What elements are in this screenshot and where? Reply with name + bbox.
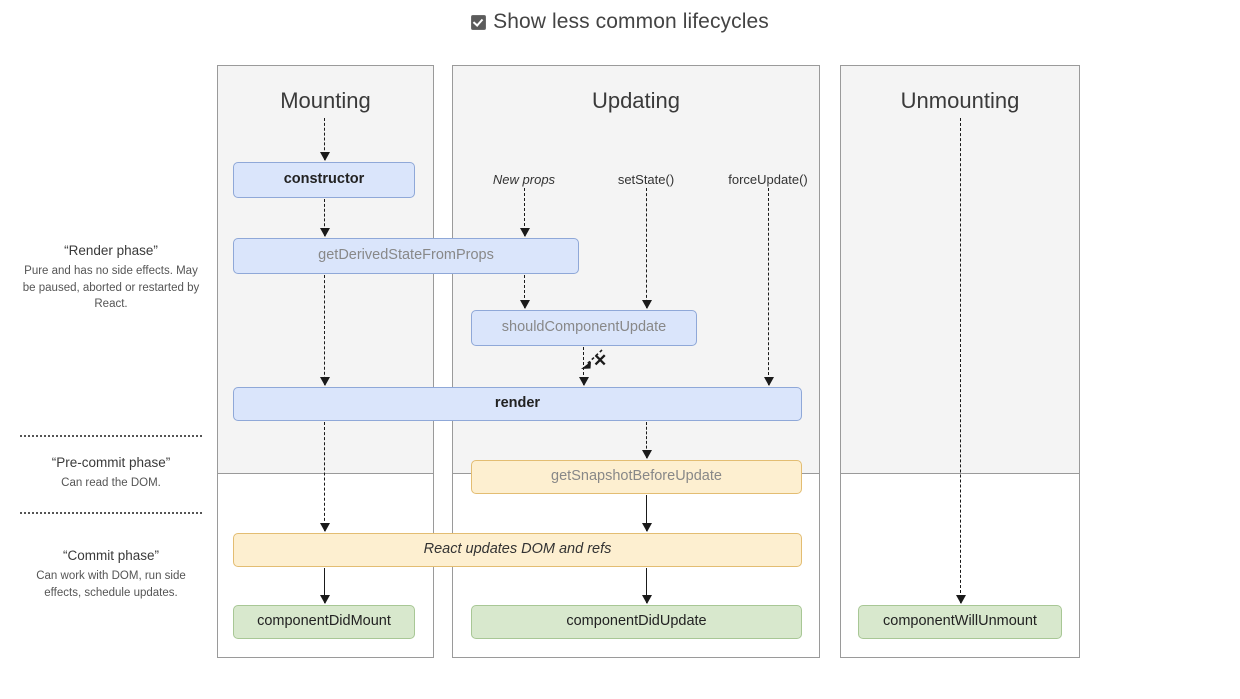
node-component-did-mount[interactable]: componentDidMount <box>233 605 415 639</box>
show-less-common-lifecycles-toggle[interactable]: Show less common lifecycles <box>0 10 1240 34</box>
phase-commit-description: Can work with DOM, run side effects, sch… <box>36 570 186 599</box>
phase-pre-commit-description: Can read the DOM. <box>61 477 161 489</box>
column-mounting-title: Mounting <box>280 88 371 113</box>
arrow-get-snapshot-to-react-updates <box>641 495 652 532</box>
trigger-set-state: setState() <box>617 172 675 187</box>
arrow-unmounting-start-to-component-will-unmount <box>955 118 966 604</box>
arrow-force-update-to-render <box>763 188 774 386</box>
phase-commit: “Commit phase” Can work with DOM, run si… <box>20 548 202 601</box>
arrow-render-to-get-snapshot-before-update <box>641 422 652 459</box>
toggle-label: Show less common lifecycles <box>493 10 769 33</box>
checkbox-checked-icon[interactable] <box>471 14 487 30</box>
phase-pre-commit-title: “Pre-commit phase” <box>51 455 171 470</box>
arrow-render-to-react-updates-mounting <box>319 422 330 532</box>
phase-divider-bottom <box>20 512 202 514</box>
arrow-mounting-start-to-constructor <box>319 118 330 161</box>
node-react-updates-dom-and-refs: React updates DOM and refs <box>233 533 802 567</box>
trigger-new-props: New props <box>492 172 556 187</box>
phase-render: “Render phase” Pure and has no side effe… <box>20 243 202 313</box>
node-get-derived-state-from-props[interactable]: getDerivedStateFromProps <box>233 238 579 274</box>
arrow-should-component-update-false-branch <box>576 348 606 374</box>
arrow-gdsfp-to-render-mounting <box>319 275 330 386</box>
column-updating-title: Updating <box>591 88 681 113</box>
node-should-component-update[interactable]: shouldComponentUpdate <box>471 310 697 346</box>
node-get-snapshot-before-update[interactable]: getSnapshotBeforeUpdate <box>471 460 802 494</box>
phase-divider-top <box>20 435 202 437</box>
arrow-react-updates-to-component-did-update <box>641 568 652 604</box>
column-updating: Updating <box>452 65 820 658</box>
trigger-force-update: forceUpdate() <box>728 172 808 187</box>
false-branch-x-icon: ✕ <box>593 351 608 370</box>
phase-render-title: “Render phase” <box>64 243 158 258</box>
arrow-new-props-to-gdsfp <box>519 188 530 237</box>
phase-commit-title: “Commit phase” <box>62 548 160 563</box>
arrow-gdsfp-to-should-component-update <box>519 275 530 309</box>
node-constructor[interactable]: constructor <box>233 162 415 198</box>
phase-pre-commit: “Pre-commit phase” Can read the DOM. <box>20 455 202 492</box>
node-render[interactable]: render <box>233 387 802 421</box>
node-component-will-unmount[interactable]: componentWillUnmount <box>858 605 1062 639</box>
arrow-react-updates-to-component-did-mount <box>319 568 330 604</box>
phase-render-description: Pure and has no side effects. May be pau… <box>22 265 200 311</box>
column-unmounting-title: Unmounting <box>900 88 1020 113</box>
arrow-set-state-to-should-component-update <box>641 188 652 309</box>
node-component-did-update[interactable]: componentDidUpdate <box>471 605 802 639</box>
arrow-should-component-update-to-render <box>578 347 589 386</box>
arrow-constructor-to-gdsfp <box>319 199 330 237</box>
